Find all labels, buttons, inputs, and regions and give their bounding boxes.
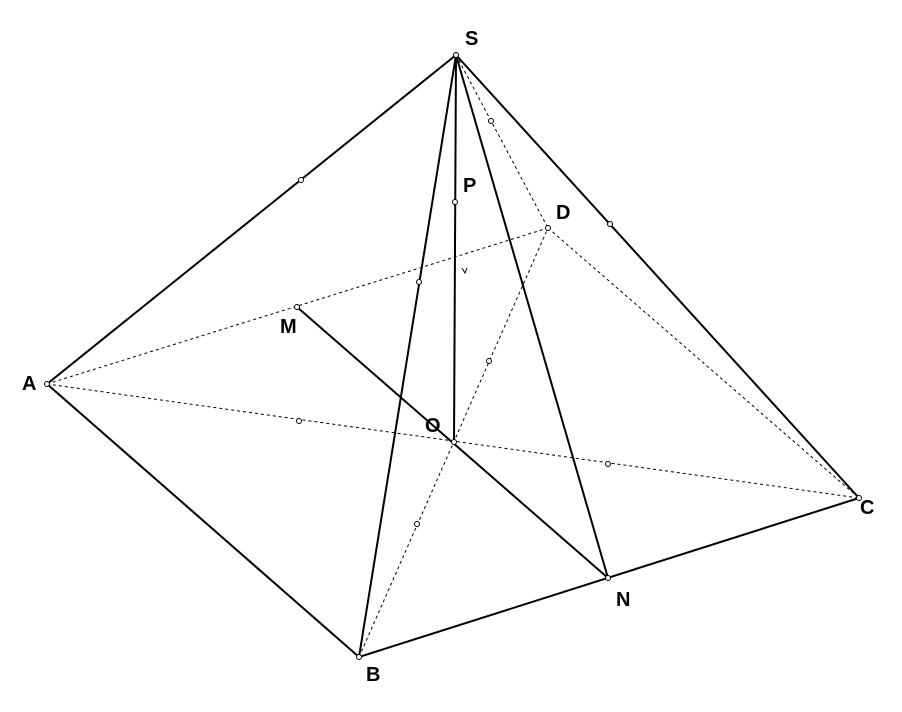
edge-S-D (455, 54, 549, 229)
construction-marks (296, 118, 613, 527)
mark-SC-mid (607, 221, 613, 227)
point-A (44, 381, 50, 387)
label-S: S (465, 28, 478, 50)
edge-S-O (453, 54, 457, 443)
label-B: B (366, 664, 380, 686)
point-M (294, 304, 300, 310)
point-B (356, 654, 362, 660)
point-P (452, 199, 458, 205)
label-O: O (425, 415, 441, 437)
label-A: A (22, 373, 36, 395)
edge-S-B (358, 54, 457, 658)
mark-SD-mid (488, 118, 494, 124)
mark-AO-mid (296, 418, 302, 424)
label-P: P (463, 175, 476, 197)
label-D: D (556, 202, 570, 224)
mark-SA-mid (298, 177, 304, 183)
mark-SB-mid (416, 279, 422, 285)
vertex-points (44, 52, 862, 660)
tick-mark (461, 267, 468, 275)
mark-OC-mid (605, 461, 611, 467)
edge-S-C (455, 54, 860, 499)
vertex-labels: S A B C D M N O P (22, 28, 874, 686)
edge-A-B (46, 383, 360, 658)
label-C: C (860, 497, 874, 519)
edge-S-N (455, 54, 609, 579)
edge-S-A (46, 54, 457, 385)
hidden-edges (46, 54, 860, 658)
edge-D-C (547, 227, 860, 499)
mark-OB-mid (414, 521, 420, 527)
mark-OD-mid (486, 358, 492, 364)
point-N (605, 575, 611, 581)
label-N: N (616, 589, 630, 611)
point-S (453, 52, 459, 58)
point-D (545, 225, 551, 231)
visible-edges (46, 54, 860, 658)
label-M: M (280, 316, 297, 338)
point-C (856, 495, 862, 501)
point-O (451, 439, 457, 445)
